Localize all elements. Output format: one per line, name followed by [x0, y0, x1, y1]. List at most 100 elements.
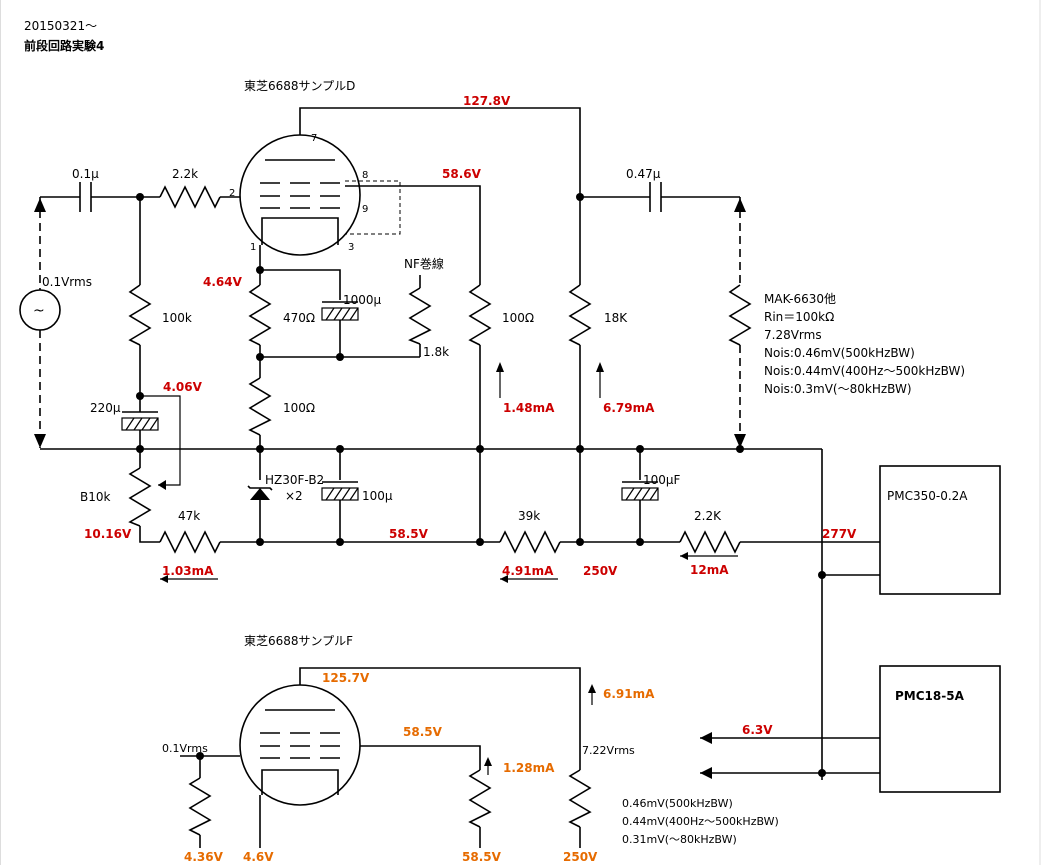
svg-text:MAK-6630他: MAK-6630他 — [764, 292, 836, 306]
load-notes: MAK-6630他 Rin＝100kΩ 7.28Vrms Nois:0.46mV… — [764, 292, 965, 396]
resistor-load — [728, 284, 752, 346]
arrow-up-icon — [588, 684, 596, 693]
capacitor-1000u — [321, 301, 359, 321]
svg-text:0.31mV(～80kHzBW): 0.31mV(～80kHzBW) — [622, 833, 737, 846]
arrow-left-icon — [700, 767, 712, 779]
arrow-up-icon — [596, 362, 604, 372]
resistor-2-2k — [679, 530, 741, 554]
resistor-nf — [408, 287, 432, 345]
voltage-277: 277V — [822, 527, 857, 541]
label-c-in: 0.1μ — [72, 167, 99, 181]
bottom-notes: 0.46mV(500kHzBW) 0.44mV(400Hz～500kHzBW) … — [622, 797, 779, 846]
arrow-down-icon — [34, 434, 46, 448]
arrow-up-icon — [34, 198, 46, 212]
pin-1: 1 — [250, 242, 256, 253]
label-c-220: 220μ — [90, 401, 121, 415]
resistor-r-grid — [159, 185, 221, 209]
screen-wire — [345, 185, 481, 285]
label-vr-b10k: B10k — [80, 490, 111, 504]
bottom-voltage-4-6: 4.6V — [243, 850, 274, 864]
resistor-47k — [159, 530, 221, 554]
label-r-100-cathode: 100Ω — [283, 401, 315, 415]
capacitor-c-out — [649, 182, 662, 212]
label-source: 0.1Vrms — [42, 275, 92, 289]
psu-2-label: PMC18-5A — [895, 689, 965, 703]
label-c-100uF: 100μF — [643, 473, 681, 487]
capacitor-100u — [321, 481, 359, 501]
voltage-4-06: 4.06V — [163, 380, 203, 394]
voltage-58-6: 58.6V — [442, 167, 482, 181]
psu-1-label: PMC350-0.2A — [887, 489, 968, 503]
bottom-voltage-250: 250V — [563, 850, 598, 864]
resistor-100k — [128, 284, 152, 346]
wiper-wire — [140, 395, 181, 486]
label-r-100k: 100k — [162, 311, 192, 325]
current-12: 12mA — [690, 563, 729, 577]
current-4-91: 4.91mA — [502, 564, 554, 578]
svg-text:~: ~ — [33, 303, 45, 319]
svg-text:Nois:0.3mV(～80kHzBW): Nois:0.3mV(～80kHzBW) — [764, 382, 912, 396]
arrow-up-icon — [496, 362, 504, 372]
svg-text:Nois:0.46mV(500kHzBW): Nois:0.46mV(500kHzBW) — [764, 346, 915, 360]
tube-top — [239, 134, 361, 256]
resistor-470 — [248, 284, 272, 346]
label-r-47k: 47k — [178, 509, 200, 523]
label-r-100-screen: 100Ω — [502, 311, 534, 325]
psu-box-2 — [879, 665, 1001, 793]
arrow-up-icon — [484, 757, 492, 766]
label-nf: NF巻線 — [404, 256, 444, 271]
arrow-down-icon — [734, 434, 746, 448]
arrow-left-icon — [160, 575, 168, 583]
svg-text:7.28Vrms: 7.28Vrms — [764, 328, 822, 342]
pin-9: 9 — [362, 204, 368, 215]
arrow-left-icon — [680, 552, 688, 560]
screen-wire-bottom — [360, 745, 481, 770]
label-r-grid: 2.2k — [172, 167, 198, 181]
zener-diode-icon — [247, 485, 273, 500]
plate-wire-bottom — [299, 667, 581, 770]
current-6-79: 6.79mA — [603, 401, 655, 415]
pin-8: 8 — [362, 170, 368, 181]
voltage-58-5: 58.5V — [389, 527, 429, 541]
label-zener-qty: ×2 — [285, 489, 303, 503]
capacitor-220u — [121, 411, 159, 431]
label-r-nf: 1.8k — [423, 345, 449, 359]
label-r-39k: 39k — [518, 509, 540, 523]
header-title: 前段回路実験4 — [24, 38, 104, 53]
resistor-100-screen — [468, 284, 492, 346]
svg-text:0.46mV(500kHzBW): 0.46mV(500kHzBW) — [622, 797, 733, 810]
voltage-6-3: 6.3V — [742, 723, 773, 737]
resistor-18k — [568, 284, 592, 346]
screen-grid-box — [345, 180, 401, 235]
current-1-03: 1.03mA — [162, 564, 214, 578]
bottom-vrms-in: 0.1Vrms — [162, 742, 208, 755]
arrow-up-icon — [734, 198, 746, 212]
label-r-470: 470Ω — [283, 311, 315, 325]
voltage-250: 250V — [583, 564, 618, 578]
label-c-100u: 100μ — [362, 489, 393, 503]
bottom-vrms-out: 7.22Vrms — [582, 744, 635, 757]
resistor-39k — [499, 530, 561, 554]
tube-top-label: 東芝6688サンプルD — [244, 78, 355, 93]
voltage-10-16: 10.16V — [84, 527, 132, 541]
tube-bottom — [239, 684, 361, 806]
pin-7: 7 — [311, 133, 317, 144]
bottom-voltage-4-36: 4.36V — [184, 850, 224, 864]
resistor-100-cathode — [248, 377, 272, 436]
label-c-out: 0.47μ — [626, 167, 661, 181]
label-c-1000: 1000μ — [343, 293, 382, 307]
resistor-screen-bottom — [468, 769, 492, 828]
header-date: 20150321～ — [24, 19, 97, 33]
arrow-left-icon — [700, 732, 712, 744]
bottom-voltage-58-5: 58.5V — [403, 725, 443, 739]
psu-box-1 — [879, 465, 1001, 595]
tube-bottom-label: 東芝6688サンプルF — [244, 633, 353, 648]
voltage-127-8: 127.8V — [463, 94, 511, 108]
bottom-current-1-28: 1.28mA — [503, 761, 555, 775]
arrow-left-icon — [500, 575, 508, 583]
pin-2: 2 — [229, 188, 235, 199]
resistor-plate-bottom — [568, 769, 592, 828]
label-r-18k: 18K — [604, 311, 628, 325]
svg-text:Nois:0.44mV(400Hz～500kHzBW): Nois:0.44mV(400Hz～500kHzBW) — [764, 364, 965, 378]
